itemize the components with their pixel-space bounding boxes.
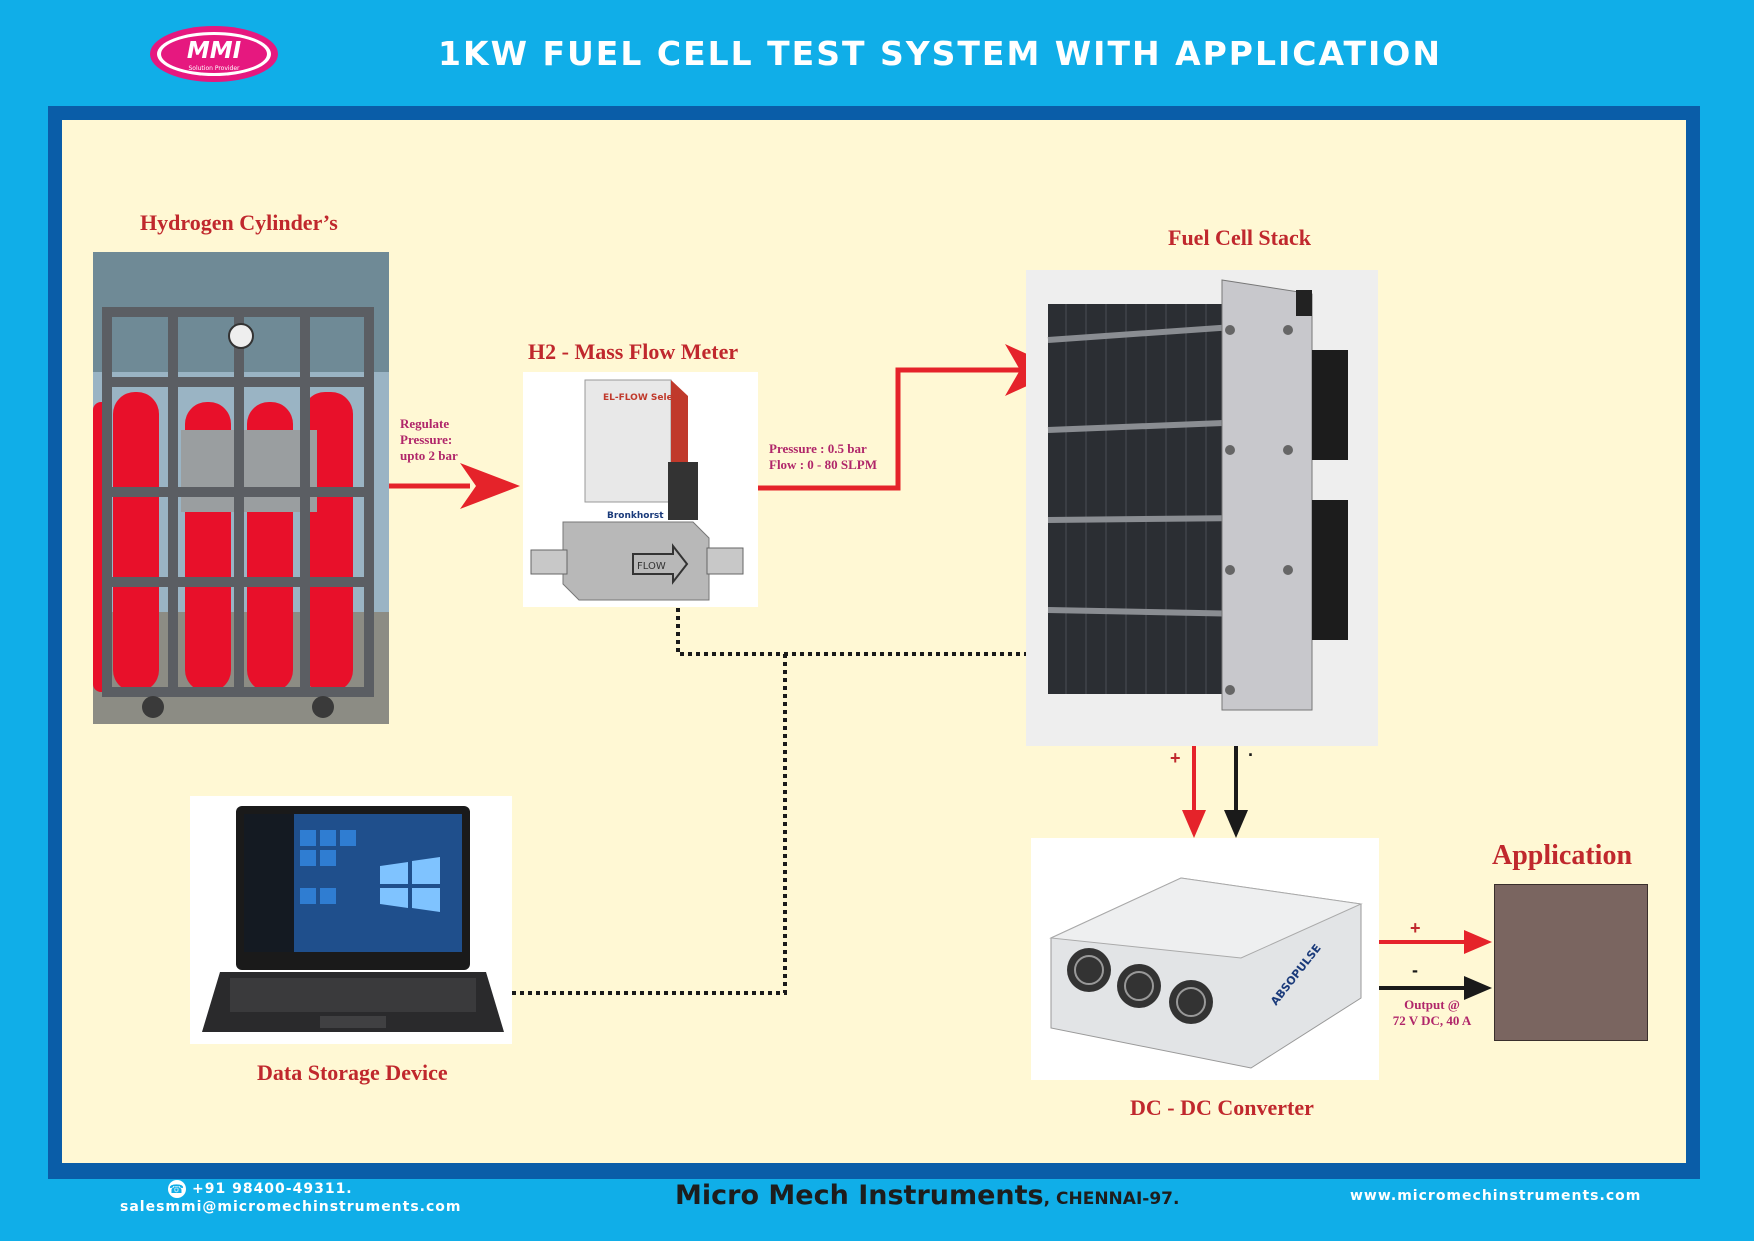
pressure-line: Pressure : 0.5 bar [769, 441, 867, 456]
out-minus-arrow [1464, 976, 1492, 1000]
fc-plus-sign: + [1170, 748, 1181, 768]
regulate-line-1: Regulate [400, 416, 450, 431]
dc-plus-arrow [1182, 810, 1206, 838]
footer-website: www.micromechinstruments.com [1350, 1188, 1642, 1204]
flow-line: Flow : 0 - 80 SLPM [769, 457, 877, 472]
pressure-flow-note: Pressure : 0.5 bar Flow : 0 - 80 SLPM [769, 441, 877, 473]
regulate-line-2: Pressure: [400, 432, 453, 447]
gas-line-flowmeter [755, 367, 1020, 491]
hydrogen-cylinders-image [93, 252, 389, 724]
out-plus-sign: + [1410, 918, 1421, 938]
mmi-logo: MMI Solution Provider [150, 26, 278, 82]
laptop-image [190, 796, 512, 1044]
dc-dc-converter-image: ABSOPULSE [1031, 838, 1379, 1080]
gas-arrow-cylinder [460, 463, 520, 509]
regulate-note: Regulate Pressure: upto 2 bar [400, 416, 458, 464]
regulate-line-3: upto 2 bar [400, 448, 458, 463]
cylinders-label: Hydrogen Cylinder’s [140, 210, 338, 235]
out-plus-arrow [1464, 930, 1492, 954]
fc-minus-sign: . [1248, 740, 1254, 760]
logo-tagline: Solution Provider [188, 65, 240, 72]
phone-icon: ☎ [168, 1180, 186, 1198]
footer-contact: ☎ +91 98400-49311. salesmmi@micromechinst… [120, 1180, 462, 1216]
mass-flow-meter-image: EL-FLOW Select Bronkhorst FLOW [523, 372, 758, 607]
data-line-flowmeter [676, 600, 1080, 656]
fuel-cell-label: Fuel Cell Stack [1168, 225, 1311, 250]
converter-label: DC - DC Converter [1130, 1095, 1314, 1120]
application-box [1494, 884, 1648, 1041]
company-name: Micro Mech Instruments [675, 1180, 1044, 1211]
flow-meter-label: H2 - Mass Flow Meter [528, 339, 739, 364]
flow-meter-brand: Bronkhorst [607, 511, 664, 521]
output-line-2: 72 V DC, 40 A [1392, 1013, 1472, 1028]
page-title: 1KW FUEL CELL TEST SYSTEM WITH APPLICATI… [438, 34, 1442, 73]
out-minus-sign: - [1412, 960, 1418, 980]
flow-meter-model: EL-FLOW Select [603, 393, 683, 403]
output-line-1: Output @ [1404, 997, 1460, 1012]
flow-direction-text: FLOW [637, 561, 666, 572]
data-line-laptop [492, 654, 787, 995]
application-label: Application [1492, 840, 1633, 871]
footer-email: salesmmi@micromechinstruments.com [120, 1199, 462, 1215]
footer-company: Micro Mech Instruments, CHENNAI-97. [675, 1180, 1179, 1211]
output-note: Output @ 72 V DC, 40 A [1382, 997, 1482, 1029]
footer-phone: +91 98400-49311. [192, 1181, 353, 1197]
dc-minus-arrow [1224, 810, 1248, 838]
fuel-cell-stack-image [1026, 270, 1378, 746]
company-city: , CHENNAI-97. [1043, 1189, 1180, 1209]
laptop-label: Data Storage Device [257, 1060, 448, 1085]
logo-text: MMI [187, 38, 242, 64]
